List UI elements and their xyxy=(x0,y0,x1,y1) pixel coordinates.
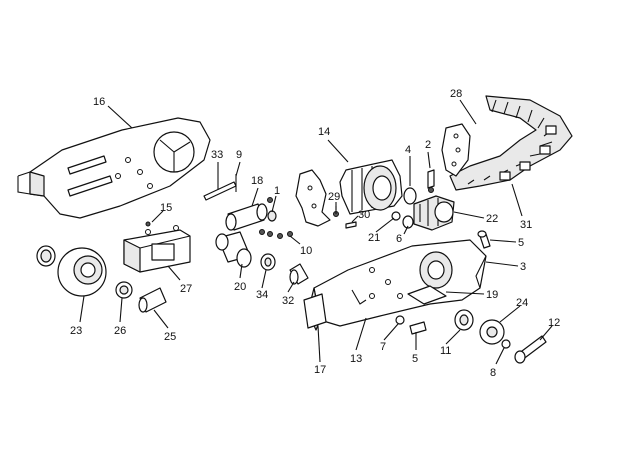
part-7-nut xyxy=(395,315,405,325)
leader-lines xyxy=(79,99,553,365)
callout-16: 16 xyxy=(93,96,105,108)
callout-17: 17 xyxy=(314,364,326,376)
part-5-bolt-upper xyxy=(477,230,491,249)
callout-labels: 16 15 27 23 26 25 33 9 18 1 10 20 34 32 … xyxy=(70,88,560,379)
callout-5-lower: 5 xyxy=(412,353,418,365)
callout-29: 29 xyxy=(328,191,340,203)
part-1-nut xyxy=(267,197,273,203)
part-12-bolt xyxy=(514,335,547,364)
part-33-rod xyxy=(203,181,237,201)
part-17-bracket xyxy=(303,293,327,329)
part-14-drum xyxy=(295,159,403,227)
callout-30: 30 xyxy=(358,209,370,221)
part-30-pin xyxy=(345,221,357,229)
part-5-bolt-lower xyxy=(409,321,427,335)
callout-34: 34 xyxy=(256,289,268,301)
part-27-bracket xyxy=(123,225,191,273)
callout-11: 11 xyxy=(440,345,451,357)
part-11-bearing xyxy=(454,309,474,331)
callout-14: 14 xyxy=(318,126,330,138)
part-2-stud xyxy=(427,169,435,193)
callout-19: 19 xyxy=(486,289,498,301)
part-3-frame xyxy=(307,239,487,331)
callout-22: 22 xyxy=(486,213,498,225)
callout-25: 25 xyxy=(164,331,176,343)
part-15-pin xyxy=(145,221,151,227)
callout-27: 27 xyxy=(180,283,192,295)
callout-15: 15 xyxy=(160,202,172,214)
callout-12: 12 xyxy=(548,317,560,329)
callout-1: 1 xyxy=(274,185,280,197)
part-8-washer xyxy=(501,339,511,349)
callout-4: 4 xyxy=(405,144,411,156)
callout-28: 28 xyxy=(450,88,462,100)
callout-24: 24 xyxy=(516,297,528,309)
callout-9: 9 xyxy=(236,149,242,161)
part-6-motor xyxy=(402,215,414,229)
part-20-roller xyxy=(215,231,252,268)
part-19-guard xyxy=(407,285,447,305)
part-24-washer xyxy=(479,319,505,345)
callout-32: 32 xyxy=(282,295,294,307)
callout-20: 20 xyxy=(234,281,246,293)
part-34-bearing xyxy=(260,253,276,271)
part-28-chain xyxy=(449,95,573,191)
part-10-nuts xyxy=(259,229,293,239)
callout-2: 2 xyxy=(425,139,431,151)
callout-8: 8 xyxy=(490,367,496,379)
callout-18: 18 xyxy=(251,175,263,187)
part-18-roller xyxy=(225,203,277,231)
callout-5-upper: 5 xyxy=(518,237,524,249)
part-25-shaft xyxy=(138,287,167,313)
callout-6: 6 xyxy=(396,233,402,245)
callout-31: 31 xyxy=(520,219,532,231)
part-4-gear xyxy=(403,187,417,205)
part-26-bushing xyxy=(115,281,133,299)
callout-13: 13 xyxy=(350,353,362,365)
part-31-plate xyxy=(441,123,471,177)
callout-10: 10 xyxy=(300,245,312,257)
callout-33: 33 xyxy=(211,149,223,161)
callout-21: 21 xyxy=(368,232,380,244)
callout-3: 3 xyxy=(520,261,526,273)
part-32-sleeve xyxy=(289,263,309,285)
callout-23: 23 xyxy=(70,325,82,337)
callout-26: 26 xyxy=(114,325,126,337)
part-23-pulley xyxy=(36,245,107,297)
callout-7: 7 xyxy=(380,341,386,353)
part-22-drive xyxy=(413,195,455,231)
part-16-cover xyxy=(17,117,211,219)
